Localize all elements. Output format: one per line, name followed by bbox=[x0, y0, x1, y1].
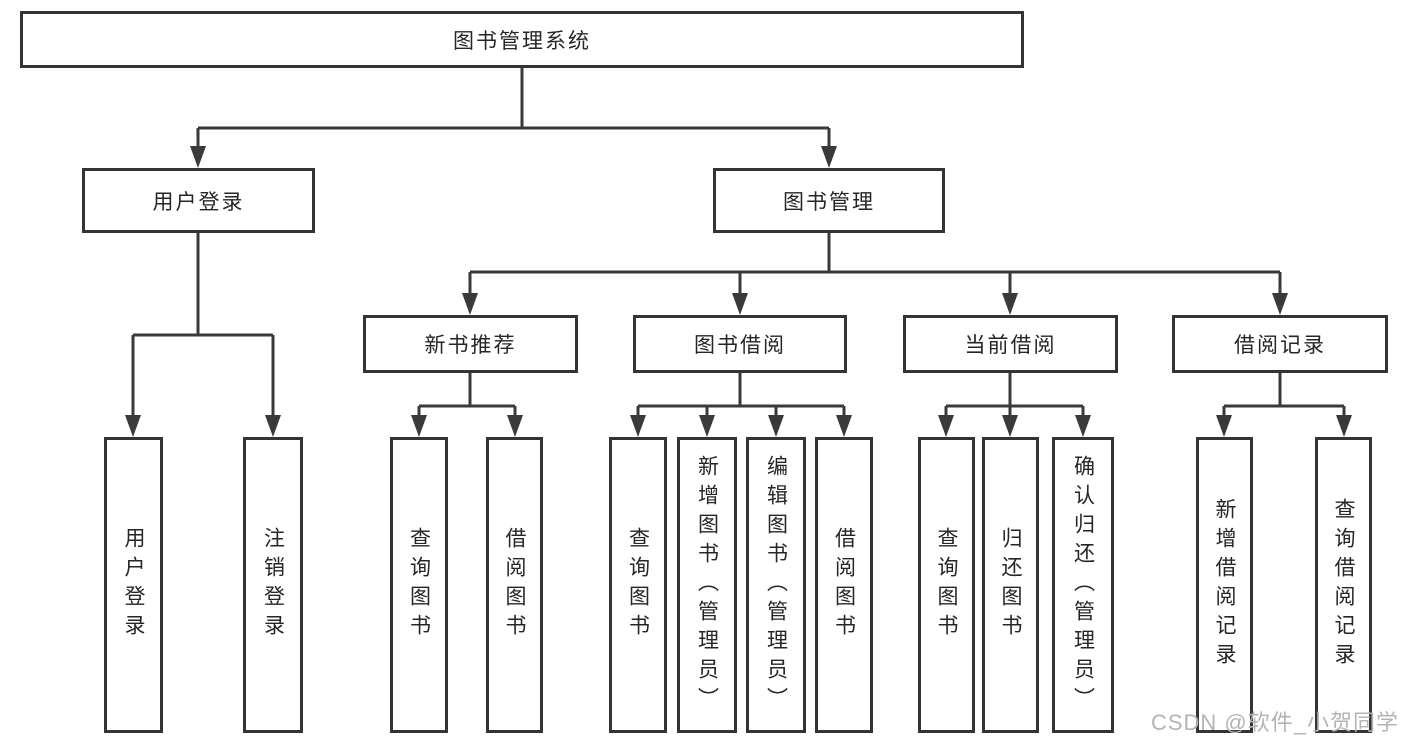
leaf-user-login: 用户登录 bbox=[104, 437, 163, 733]
node-user-login: 用户登录 bbox=[82, 168, 315, 233]
leaf-confirm-return-admin: 确认归还（管理员） bbox=[1052, 437, 1114, 733]
connector-book-borrow-to-leaves bbox=[630, 373, 852, 437]
leaf-query-book-recommend-label: 查询图书 bbox=[407, 527, 431, 643]
leaf-edit-book-admin: 编辑图书（管理员） bbox=[746, 437, 806, 733]
leaf-query-book-borrow: 查询图书 bbox=[609, 437, 667, 733]
leaf-logout: 注销登录 bbox=[243, 437, 303, 733]
leaf-add-book-admin: 新增图书（管理员） bbox=[677, 437, 737, 733]
leaf-add-borrow-record-label: 新增借阅记录 bbox=[1213, 498, 1236, 672]
leaf-query-book-current-label: 查询图书 bbox=[935, 527, 958, 643]
leaf-query-borrow-record-label: 查询借阅记录 bbox=[1332, 498, 1355, 672]
node-root-label: 图书管理系统 bbox=[453, 29, 591, 53]
connector-book-mgmt-to-level3 bbox=[462, 233, 1288, 315]
connector-new-book-to-leaves bbox=[411, 373, 523, 437]
node-borrow-records-label: 借阅记录 bbox=[1234, 334, 1326, 357]
connector-root-to-level2 bbox=[190, 68, 837, 168]
node-current-borrow-label: 当前借阅 bbox=[964, 334, 1057, 357]
node-book-management-label: 图书管理 bbox=[783, 190, 875, 214]
connector-borrow-records-to-leaves bbox=[1216, 373, 1352, 437]
leaf-query-book-borrow-label: 查询图书 bbox=[626, 527, 650, 643]
node-new-book-recommend: 新书推荐 bbox=[363, 315, 578, 373]
node-borrow-records: 借阅记录 bbox=[1172, 315, 1388, 373]
node-user-login-label: 用户登录 bbox=[152, 190, 245, 214]
watermark: CSDN @软件_小贺同学 bbox=[1150, 710, 1399, 735]
leaf-borrow-book-label: 借阅图书 bbox=[832, 527, 856, 643]
leaf-query-book-recommend: 查询图书 bbox=[390, 437, 448, 733]
node-root: 图书管理系统 bbox=[20, 11, 1024, 68]
leaf-add-book-admin-label: 新增图书（管理员） bbox=[695, 454, 719, 716]
leaf-logout-label: 注销登录 bbox=[261, 527, 285, 643]
leaf-query-borrow-record: 查询借阅记录 bbox=[1315, 437, 1372, 733]
node-book-borrow: 图书借阅 bbox=[633, 315, 847, 373]
leaf-return-book: 归还图书 bbox=[982, 437, 1039, 733]
leaf-add-borrow-record: 新增借阅记录 bbox=[1196, 437, 1253, 733]
node-book-borrow-label: 图书借阅 bbox=[694, 334, 786, 357]
node-new-book-recommend-label: 新书推荐 bbox=[424, 334, 517, 357]
node-book-management: 图书管理 bbox=[713, 168, 945, 233]
leaf-borrow-book: 借阅图书 bbox=[815, 437, 873, 733]
connector-user-login-to-leaves bbox=[125, 233, 281, 437]
connector-current-borrow-to-leaves bbox=[938, 373, 1091, 437]
leaf-query-book-current: 查询图书 bbox=[918, 437, 975, 733]
leaf-edit-book-admin-label: 编辑图书（管理员） bbox=[764, 454, 788, 716]
leaf-borrow-book-recommend: 借阅图书 bbox=[486, 437, 543, 733]
leaf-return-book-label: 归还图书 bbox=[999, 527, 1022, 643]
node-current-borrow: 当前借阅 bbox=[903, 315, 1118, 373]
leaf-user-login-label: 用户登录 bbox=[122, 527, 145, 643]
leaf-confirm-return-admin-label: 确认归还（管理员） bbox=[1071, 454, 1095, 716]
leaf-borrow-book-recommend-label: 借阅图书 bbox=[503, 527, 526, 643]
